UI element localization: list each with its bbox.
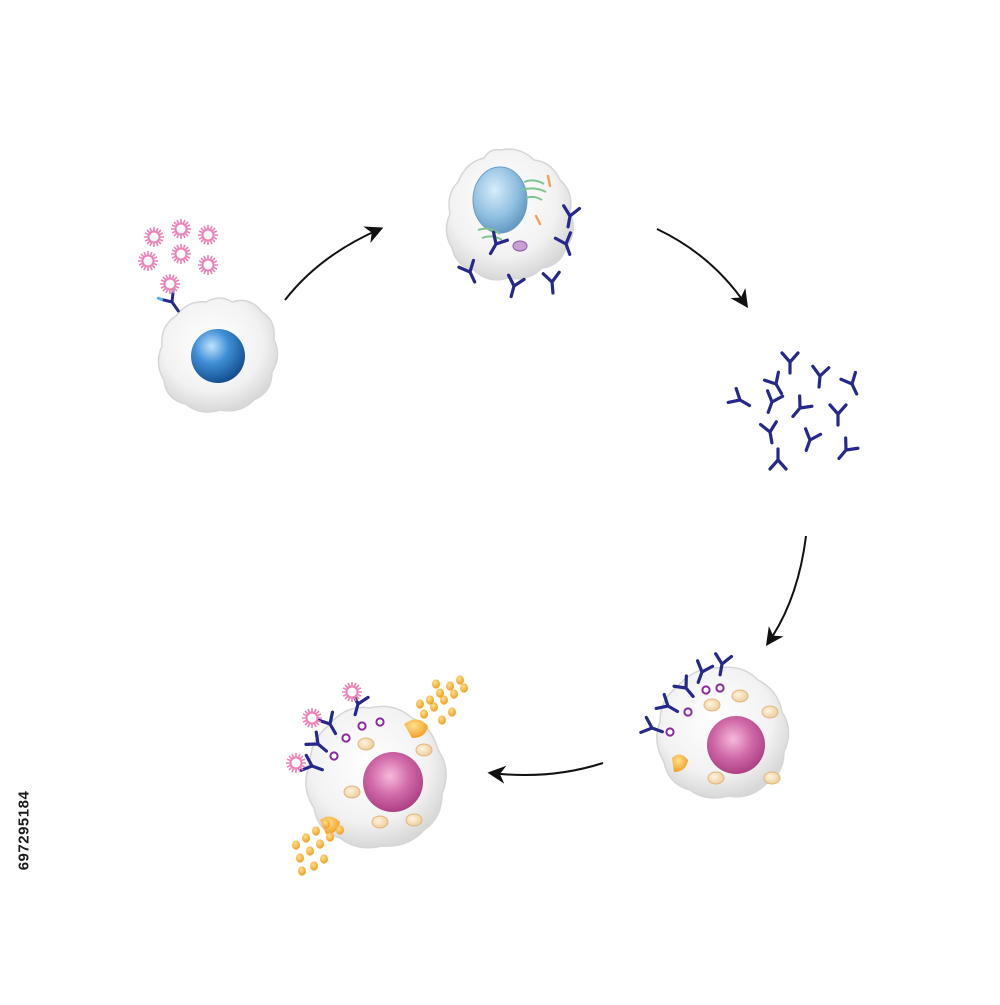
mitochondrion-icon [512, 240, 528, 252]
arrow-icon [656, 228, 749, 308]
antibody-icon [809, 364, 831, 390]
antigen-icon [285, 752, 307, 774]
antibody-icon [780, 351, 800, 375]
arrow-icon [765, 535, 807, 646]
antigen-icon [301, 707, 323, 729]
antigen-cluster [137, 218, 219, 295]
antibody-icon [726, 386, 756, 415]
antigen-icon [170, 218, 192, 240]
antigen-icon [137, 250, 159, 272]
stock-id-label: 697295184 [4, 770, 44, 890]
antibody-icon [541, 270, 563, 296]
antibody-icon [785, 394, 814, 424]
plasma-cell-icon [445, 148, 574, 281]
antibody-icon [828, 403, 848, 427]
antigen-icon [197, 254, 219, 276]
antibody-icon [797, 427, 823, 455]
antibody-icon [839, 370, 866, 399]
antigen-icon [341, 681, 363, 703]
arrow-icon [284, 226, 384, 301]
antibody-icon [768, 447, 788, 471]
antigen-icon [159, 273, 181, 295]
b-cell-icon [157, 297, 279, 413]
antigen-icon [170, 243, 192, 265]
antibody-cloud [726, 351, 866, 471]
golgi-icon [477, 179, 547, 241]
arrow-icon [487, 762, 604, 784]
antibody-icon [831, 436, 860, 466]
antigen-icon [197, 224, 219, 246]
antibody-coated-cell-icon [656, 666, 790, 799]
stock-id-text: 697295184 [15, 790, 33, 870]
antibody-icon [759, 389, 785, 417]
antibody-icon [758, 420, 782, 446]
antigen-icon [143, 226, 165, 248]
